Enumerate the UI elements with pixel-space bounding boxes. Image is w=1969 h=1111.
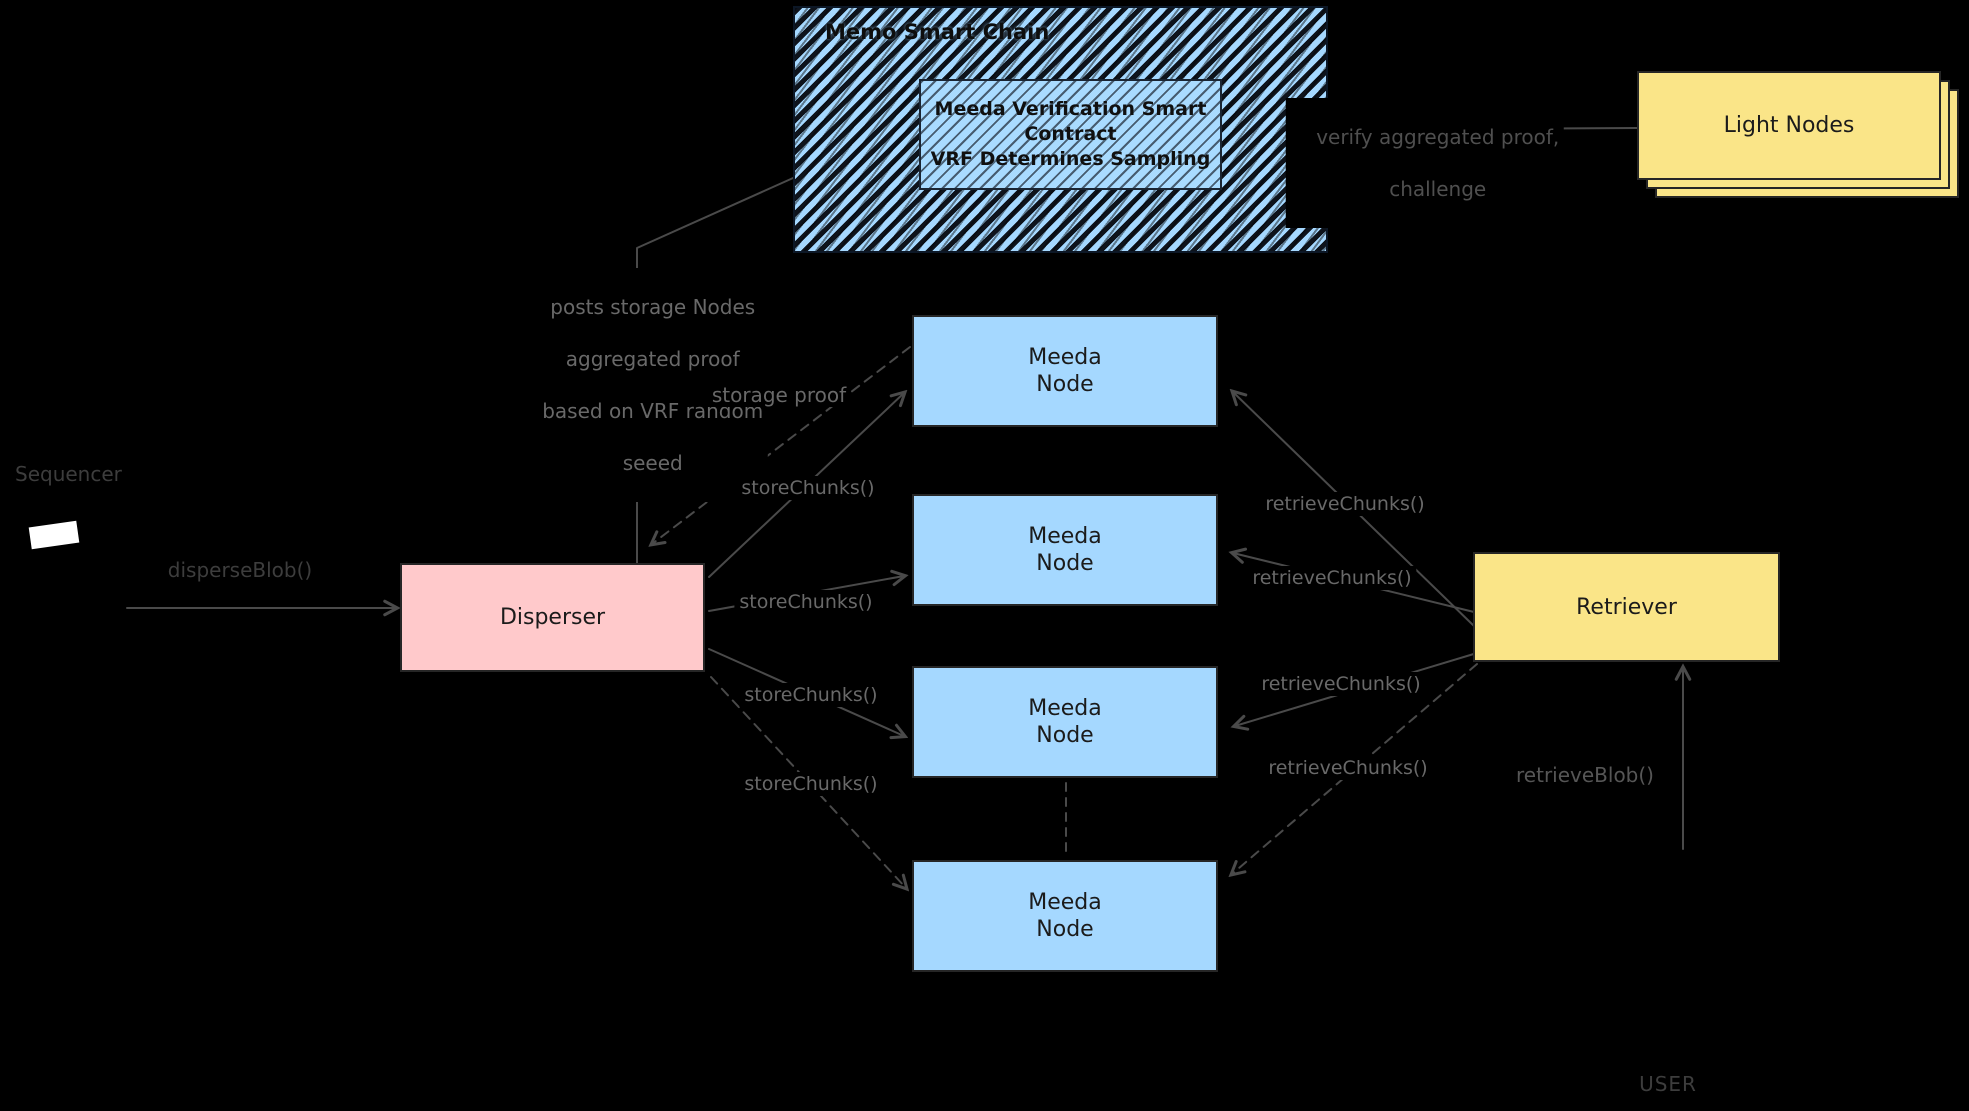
meeda-node-1-line1: Meeda <box>1028 345 1102 370</box>
retriever-label: Retriever <box>1576 594 1677 620</box>
label-storage-proof: storage proof <box>706 383 852 407</box>
posts-proof-line4: seeed <box>622 451 683 475</box>
meeda-node-3-line2: Node <box>1036 723 1094 748</box>
label-store-chunks-3: storeChunks() <box>739 683 883 707</box>
retriever-box: Retriever <box>1473 552 1780 662</box>
disperser-box: Disperser <box>400 563 705 672</box>
meeda-node-3-line1: Meeda <box>1028 696 1102 721</box>
label-user: USER <box>1639 1072 1697 1096</box>
posts-proof-line2: aggregated proof <box>565 347 740 371</box>
contract-line-3: VRF Determines Sampling <box>930 148 1211 170</box>
label-disperse-blob: disperseBlob() <box>167 558 313 582</box>
label-store-chunks-4: storeChunks() <box>739 772 883 796</box>
meeda-node-1-line2: Node <box>1036 372 1094 397</box>
meeda-node-2-line2: Node <box>1036 551 1094 576</box>
sequencer-label: Sequencer <box>15 462 122 486</box>
memo-smart-chain-box: Memo Smart Chain Meeda Verification Smar… <box>793 6 1328 253</box>
disperser-label: Disperser <box>499 605 606 630</box>
label-retrieve-chunks-3: retrieveChunks() <box>1256 672 1426 696</box>
meeda-node-4-line1: Meeda <box>1028 890 1102 915</box>
contract-label: Meeda Verification Smart Contract VRF De… <box>931 97 1211 172</box>
posts-proof-line1: posts storage Nodes <box>550 295 756 319</box>
arrow-storage-proof <box>652 346 911 544</box>
meeda-node-4-line2: Node <box>1036 917 1094 942</box>
verify-line2: challenge <box>1389 177 1487 201</box>
label-retrieve-chunks-2: retrieveChunks() <box>1247 566 1417 590</box>
contract-line-2: Contract <box>1024 123 1117 145</box>
label-retrieve-chunks-4: retrieveChunks() <box>1263 756 1433 780</box>
label-retrieve-chunks-1: retrieveChunks() <box>1260 492 1430 516</box>
label-retrieve-blob: retrieveBlob() <box>1511 763 1659 787</box>
posts-proof-line3: based on VRF random <box>542 399 764 423</box>
contract-line-1: Meeda Verification Smart <box>934 98 1207 120</box>
meeda-verification-contract-box: Meeda Verification Smart Contract VRF De… <box>919 79 1222 190</box>
label-store-chunks-2: storeChunks() <box>734 590 878 614</box>
memo-smart-chain-title: Memo Smart Chain <box>825 20 1050 44</box>
light-nodes-label: Light Nodes <box>1723 113 1855 138</box>
label-store-chunks-1: storeChunks() <box>736 476 880 500</box>
light-nodes-box: Light Nodes <box>1637 71 1941 180</box>
verify-line1: verify aggregated proof, <box>1316 125 1560 149</box>
meeda-node-2-line1: Meeda <box>1028 524 1102 549</box>
label-verify-aggregated-proof: verify aggregated proof, challenge <box>1285 98 1565 228</box>
